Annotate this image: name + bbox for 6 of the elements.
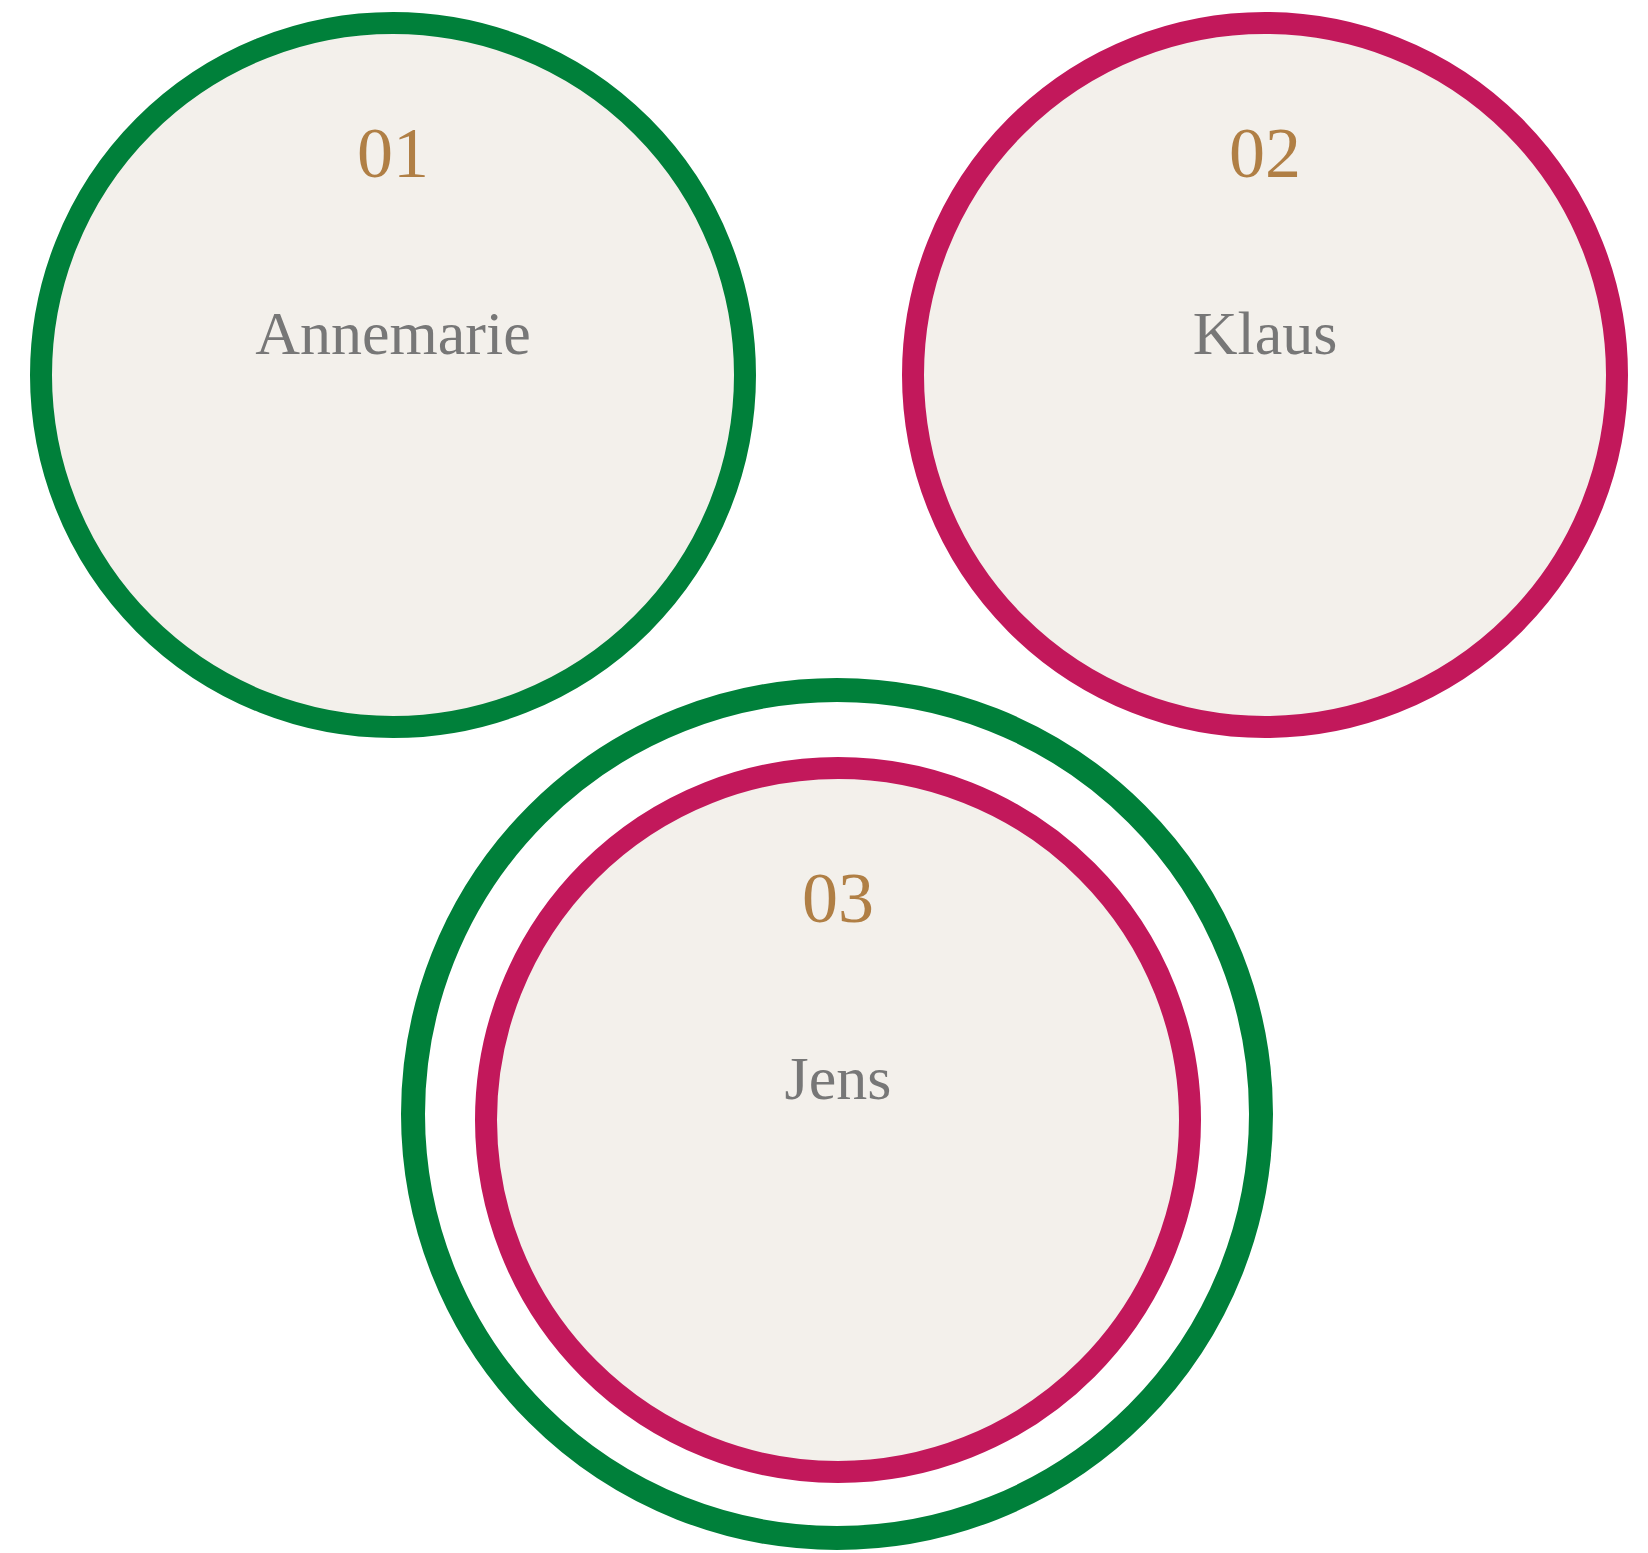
- name-label: Annemarie: [255, 302, 531, 364]
- name-label: Jens: [784, 1047, 892, 1109]
- number-label: 01: [357, 117, 429, 189]
- number-label: 02: [1229, 117, 1301, 189]
- number-label: 03: [802, 862, 874, 934]
- name-label: Klaus: [1192, 302, 1338, 364]
